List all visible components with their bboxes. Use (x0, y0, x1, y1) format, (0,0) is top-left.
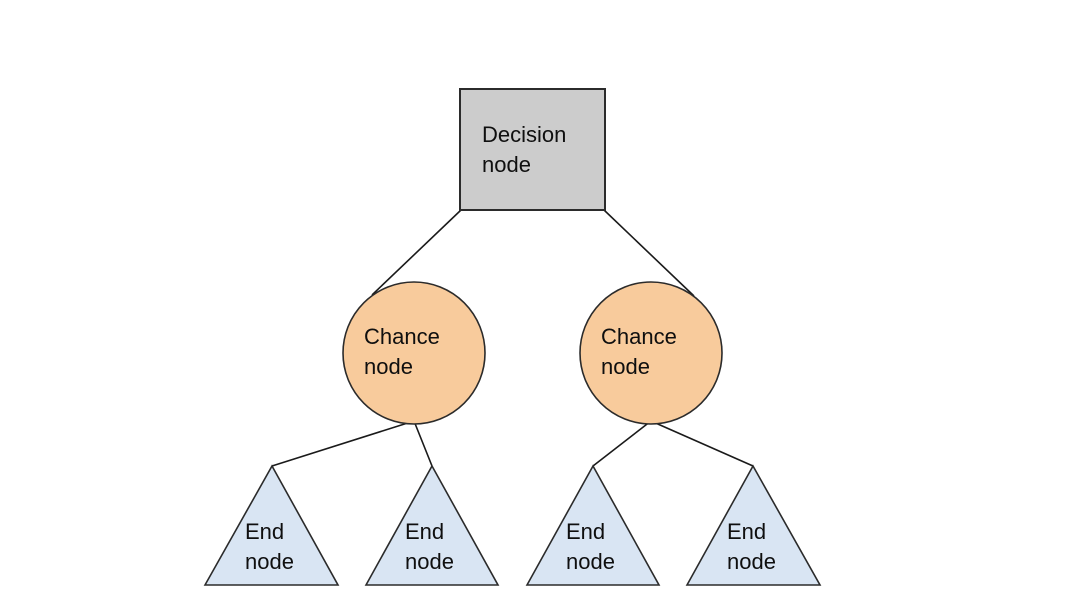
end-3-shape[interactable] (525, 464, 661, 586)
chance-left-label-line2: node (364, 354, 413, 379)
node-group: DecisionnodeChancenodeChancenodeEndnodeE… (203, 88, 822, 586)
end-4-label-line1: End (727, 519, 766, 544)
chance-left[interactable]: Chance node (342, 281, 486, 425)
end-2[interactable]: End node (364, 464, 500, 586)
end-1[interactable]: End node (203, 464, 340, 586)
edge-chance-right-to-end-3 (592, 420, 652, 467)
edge-decision-to-chance-left (371, 209, 462, 296)
edge-decision-to-chance-right (603, 209, 695, 297)
end-2-shape[interactable] (364, 464, 500, 586)
chance-left-label-line1: Chance (364, 324, 440, 349)
end-2-label-line2: node (405, 549, 454, 574)
decision-1-label-line2: node (482, 152, 531, 177)
end-2-label-line1: End (405, 519, 444, 544)
edge-chance-left-to-end-2 (413, 420, 433, 467)
edge-group (271, 209, 754, 467)
end-1-label-line2: node (245, 549, 294, 574)
end-4[interactable]: End node (685, 464, 822, 586)
chance-right-label-line2: node (601, 354, 650, 379)
end-3-label-line2: node (566, 549, 615, 574)
end-1-label-line1: End (245, 519, 284, 544)
end-1-shape[interactable] (203, 464, 340, 586)
chance-right-label-line1: Chance (601, 324, 677, 349)
end-3[interactable]: End node (525, 464, 661, 586)
chance-left-shape[interactable] (342, 281, 486, 425)
end-3-label-line1: End (566, 519, 605, 544)
edge-chance-right-to-end-4 (650, 420, 754, 467)
decision-1[interactable]: Decision node (459, 88, 606, 211)
end-4-shape[interactable] (685, 464, 822, 586)
end-4-label-line2: node (727, 549, 776, 574)
decision-1-label-line1: Decision (482, 122, 566, 147)
edge-chance-left-to-end-1 (271, 420, 415, 467)
decision-1-shape[interactable] (459, 88, 606, 211)
chance-right-shape[interactable] (579, 281, 723, 425)
chance-right[interactable]: Chance node (579, 281, 723, 425)
